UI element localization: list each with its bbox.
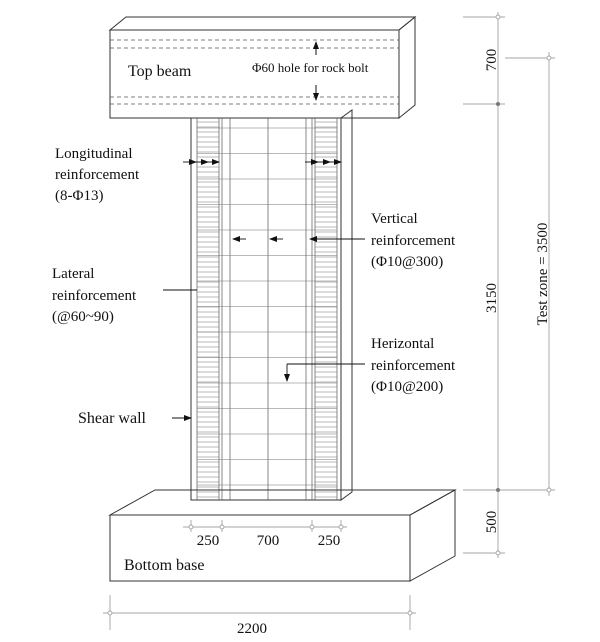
horizontal-label-2: reinforcement bbox=[371, 358, 456, 374]
dim-web: 700 bbox=[257, 533, 280, 549]
dim-test-zone: Test zone = 3500 bbox=[535, 223, 551, 326]
shear-wall-label: Shear wall bbox=[78, 410, 147, 427]
lateral-stirrups-left bbox=[197, 121, 219, 498]
lateral-stirrups-right bbox=[315, 121, 337, 498]
leader-arrows bbox=[163, 159, 365, 421]
rock-bolt-hole-label: Φ60 hole for rock bolt bbox=[252, 60, 369, 75]
dim-top-beam-height: 700 bbox=[484, 49, 500, 72]
right-dimensions bbox=[463, 12, 555, 558]
horizontal-label-3: (Φ10@200) bbox=[371, 379, 443, 395]
bottom-base-label: Bottom base bbox=[124, 557, 204, 574]
lateral-label-3: (@60~90) bbox=[52, 309, 114, 325]
bottom-base bbox=[108, 489, 457, 582]
lateral-label-1: Lateral bbox=[52, 266, 94, 282]
lateral-label-2: reinforcement bbox=[52, 288, 137, 304]
dim-boundary-left: 250 bbox=[197, 533, 220, 549]
longitudinal-label-2: reinforcement bbox=[55, 167, 140, 183]
horizontal-bars bbox=[197, 127, 337, 486]
vertical-label-1: Vertical bbox=[371, 211, 418, 227]
horizontal-label-1: Herizontal bbox=[371, 336, 434, 352]
vertical-label-2: reinforcement bbox=[371, 233, 456, 249]
dim-boundary-right: 250 bbox=[318, 533, 341, 549]
bottom-dimensions bbox=[103, 520, 416, 630]
longitudinal-label-1: Longitudinal bbox=[55, 146, 133, 162]
dim-base-width: 2200 bbox=[237, 621, 267, 637]
wall-body bbox=[190, 109, 353, 501]
top-beam-label: Top beam bbox=[128, 63, 192, 80]
dim-base-height: 500 bbox=[484, 511, 500, 534]
vertical-label-3: (Φ10@300) bbox=[371, 254, 443, 270]
dim-wall-height: 3150 bbox=[484, 283, 500, 313]
longitudinal-label-3: (8-Φ13) bbox=[55, 188, 103, 204]
